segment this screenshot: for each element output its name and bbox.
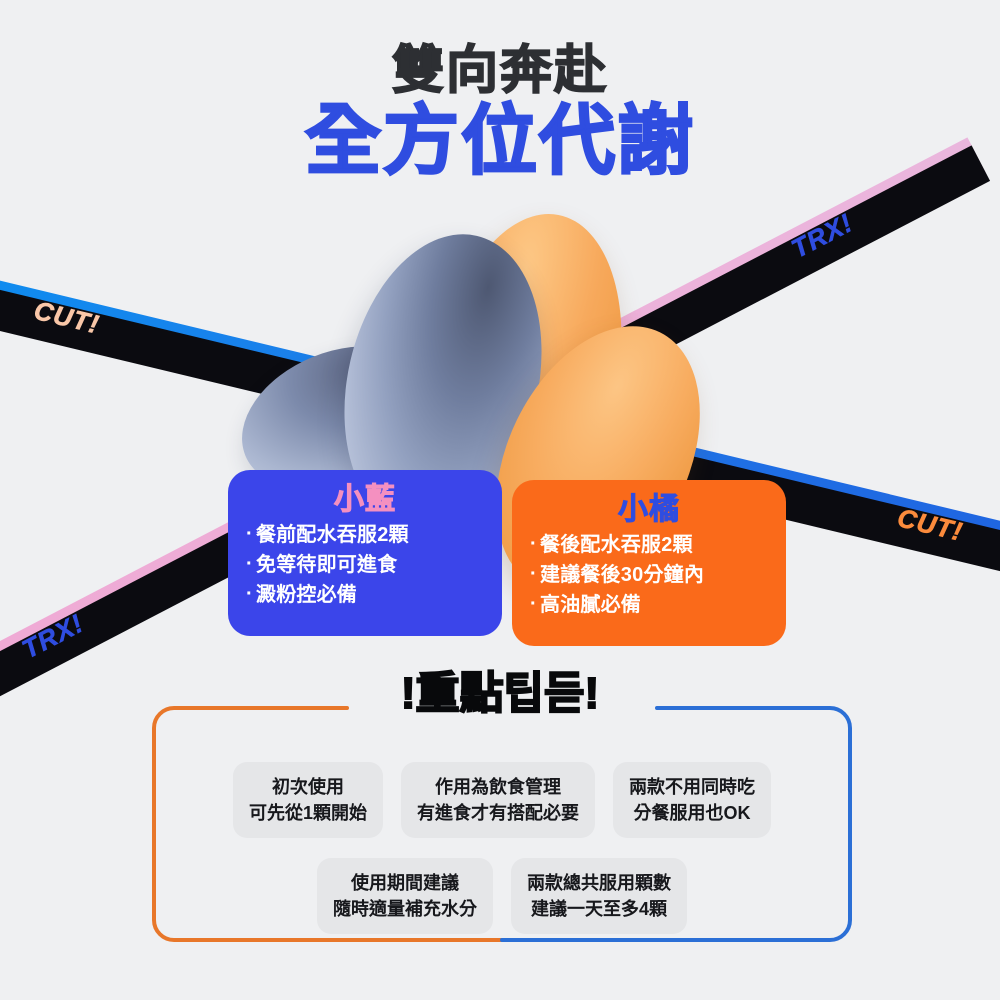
list-item: 餐後配水吞服2顆 [530,528,768,560]
tip-line-1: 作用為飲食管理 [435,777,561,797]
tip-line-2: 可先從1顆開始 [248,803,367,824]
list-item: 高油膩必備 [530,589,768,620]
list-item: 免等待即可進食 [246,549,484,580]
tips-frame-border [152,706,852,942]
product-card-blue-title: 小藍 [334,483,396,516]
list-item: 餐前配水吞服2顆 [246,518,484,550]
tip-line-1: 兩款總共服用顆數 [527,873,671,893]
product-card-orange-list: 餐後配水吞服2顆 建議餐後30分鐘內 高油膩必備 [530,528,768,621]
tip-line-1: 使用期間建議 [351,873,459,893]
tips-heading: !重點팁듣! [400,669,600,718]
tip-line-1: 兩款不用同時吃 [629,777,755,797]
tip-card: 兩款總共服用顆數 建議一天至多4顆 [511,858,687,935]
title-line-1: 雙向奔赴 [391,42,608,100]
product-card-orange[interactable]: 小橘 餐後配水吞服2顆 建議餐後30分鐘內 高油膩必備 [512,480,786,646]
tip-line-2: 有進食才有搭配必要 [417,803,579,824]
tips-frame: 初次使用 可先從1顆開始 作用為飲食管理 有進食才有搭配必要 兩款不用同時吃 分… [152,706,852,942]
tip-card: 使用期間建議 隨時適量補充水分 [317,858,493,935]
page-title: 雙向奔赴 全方位代謝 [0,42,1000,185]
tip-card: 初次使用 可先從1顆開始 [232,762,383,839]
tip-line-2: 建議一天至多4顆 [530,899,667,920]
tip-card: 兩款不用同時吃 分餐服用也OK [613,762,771,839]
tip-line-2: 分餐服用也OK [633,803,751,824]
title-line-2: 全方位代謝 [304,99,695,185]
product-card-blue[interactable]: 小藍 餐前配水吞服2顆 免等待即可進食 澱粉控必備 [228,470,502,636]
tips-row-2: 使用期間建議 隨時適量補充水分 兩款總共服用顆數 建議一天至多4顆 [152,858,852,935]
product-card-blue-list: 餐前配水吞服2顆 免等待即可進食 澱粉控必備 [246,518,484,611]
tip-line-1: 初次使用 [271,777,344,797]
list-item: 建議餐後30分鐘內 [530,559,768,590]
tip-card: 作用為飲食管理 有進食才有搭配必要 [401,762,595,839]
tips-border-right [500,706,852,942]
tips-border-left [152,706,504,942]
list-item: 澱粉控必備 [246,579,484,610]
tips-row-1: 初次使用 可先從1顆開始 作用為飲食管理 有進食才有搭配必要 兩款不用同時吃 分… [152,762,852,839]
product-card-orange-title: 小橘 [618,493,680,526]
tip-line-2: 隨時適量補充水分 [333,899,477,920]
